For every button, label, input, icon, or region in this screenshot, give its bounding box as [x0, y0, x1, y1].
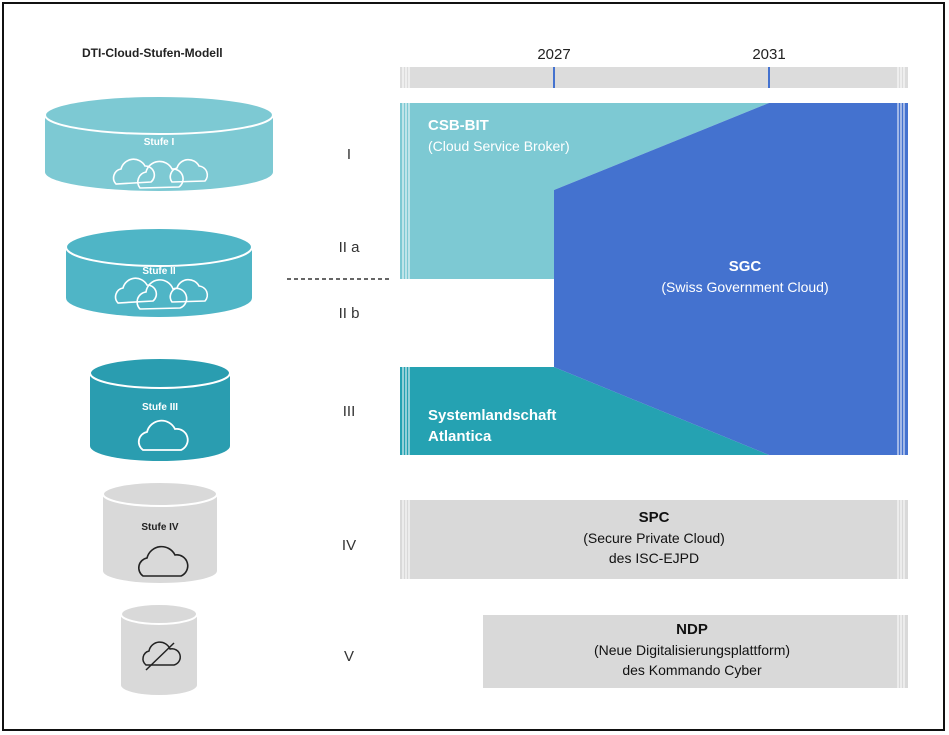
- level-IV: IV: [342, 537, 356, 554]
- cloud-off-icon: [142, 641, 181, 671]
- level-V: V: [344, 648, 354, 665]
- spc-line3: des ISC-EJPD: [609, 550, 699, 566]
- level-IIa: II a: [339, 239, 361, 256]
- atlantica-line1: Systemlandschaft: [428, 407, 556, 424]
- block-left-stripes: [402, 103, 410, 455]
- stufe-4-label: Stufe IV: [141, 522, 179, 533]
- cloud-icon: [138, 545, 189, 577]
- diagram-title: DTI-Cloud-Stufen-Modell: [82, 46, 223, 60]
- spc-title: SPC: [639, 509, 670, 526]
- atlantica-line2: Atlantica: [428, 428, 492, 445]
- timeline: 2027 2031: [400, 46, 908, 88]
- block-right-stripes: [897, 103, 905, 455]
- cloud-icon: [137, 419, 189, 451]
- ndp-line3: des Kommando Cyber: [622, 662, 762, 678]
- ndp-block: NDP (Neue Digitalisierungsplattform) des…: [483, 615, 908, 688]
- ndp-title: NDP: [676, 621, 708, 638]
- stufe-2-label: Stufe II: [142, 266, 176, 277]
- sgc-block: SGC (Swiss Government Cloud): [554, 103, 908, 455]
- year-label-2027: 2027: [537, 46, 570, 63]
- sgc-subtitle: (Swiss Government Cloud): [661, 279, 828, 295]
- level-IIb: II b: [339, 305, 360, 322]
- ndp-line2: (Neue Digitalisierungsplattform): [594, 642, 790, 658]
- timeline-bar: [400, 67, 908, 88]
- timeline-right-stripes: [897, 67, 905, 88]
- csb-title: CSB-BIT: [428, 117, 489, 134]
- timeline-left-stripes: [402, 67, 410, 88]
- atlantica-block: Systemlandschaft Atlantica: [400, 367, 769, 455]
- spc-line2: (Secure Private Cloud): [583, 530, 725, 546]
- year-label-2031: 2031: [752, 46, 785, 63]
- spc-block: SPC (Secure Private Cloud) des ISC-EJPD: [400, 500, 908, 579]
- cloud-cluster-icon: [114, 277, 209, 310]
- level-I: I: [347, 146, 351, 163]
- stufe-4-cylinder: Stufe IV: [102, 481, 218, 583]
- csb-bit-block: CSB-BIT (Cloud Service Broker): [400, 103, 769, 279]
- stufe-3-label: Stufe III: [142, 402, 178, 413]
- sgc-title: SGC: [729, 258, 762, 275]
- stufe-1-cylinder: Stufe I: [44, 95, 274, 191]
- stufe-1-label: Stufe I: [144, 137, 175, 148]
- csb-subtitle: (Cloud Service Broker): [428, 138, 570, 154]
- stufe-3-cylinder: Stufe III: [89, 357, 231, 461]
- stufe-5-cylinder: [120, 603, 198, 695]
- cloud-cluster-icon: [112, 158, 209, 189]
- stufe-2-cylinder: Stufe II: [65, 227, 253, 317]
- level-III: III: [343, 403, 356, 420]
